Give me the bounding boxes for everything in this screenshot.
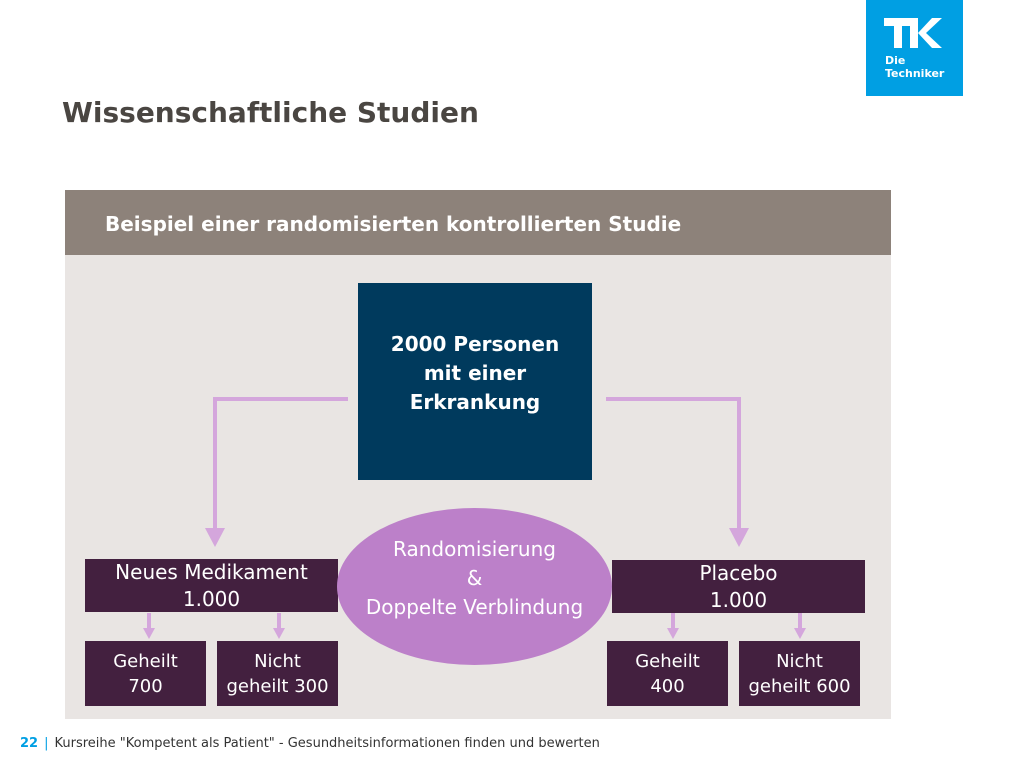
randomization-ellipse: Randomisierung & Doppelte Verblindung [337,508,612,665]
arrow-to-placebo-group [606,397,741,530]
footer-separator: | [44,736,49,751]
logo-text: Die Techniker [885,54,945,80]
treatment-not-cured-box: Nicht geheilt 300 [217,641,338,706]
arrowhead-placebo-cured [667,628,679,639]
diagram-header: Beispiel einer randomisierten kontrollie… [65,190,891,255]
arrowhead-placebo-group [729,528,749,547]
placebo-cured-box: Geheilt 400 [607,641,728,706]
treatment-cured-label: Geheilt 700 [113,650,178,697]
tk-logo-icon [884,18,942,48]
arrowhead-treatment-cured [143,628,155,639]
placebo-cured-label: Geheilt 400 [635,650,700,697]
placebo-group-box: Placebo 1.000 [612,560,865,613]
randomization-label: Randomisierung & Doppelte Verblindung [365,537,584,619]
population-label: 2000 Personen mit einer Erkrankung [390,332,560,414]
tk-logo: Die Techniker [866,0,963,96]
diagram-title: Beispiel einer randomisierten kontrollie… [105,212,682,236]
treatment-group-label: Neues Medikament 1.000 [115,559,308,611]
slide-footer: 22 | Kursreihe "Kompetent als Patient" - G… [20,736,600,751]
treatment-group-box: Neues Medikament 1.000 [85,559,338,612]
placebo-not-cured-box: Nicht geheilt 600 [739,641,860,706]
arrowhead-treatment-not-cured [273,628,285,639]
footer-text: Kursreihe "Kompetent als Patient" - Gesu… [54,736,600,751]
treatment-cured-box: Geheilt 700 [85,641,206,706]
placebo-group-label: Placebo 1.000 [699,560,778,612]
page-number: 22 [20,736,39,751]
arrowhead-placebo-not-cured [794,628,806,639]
placebo-not-cured-label: Nicht geheilt 600 [748,650,851,697]
arrow-to-treatment-group [213,397,348,530]
arrowhead-treatment-group [205,528,225,547]
population-box: 2000 Personen mit einer Erkrankung [358,283,592,480]
treatment-not-cured-label: Nicht geheilt 300 [226,650,329,697]
slide-title: Wissenschaftliche Studien [62,96,479,129]
